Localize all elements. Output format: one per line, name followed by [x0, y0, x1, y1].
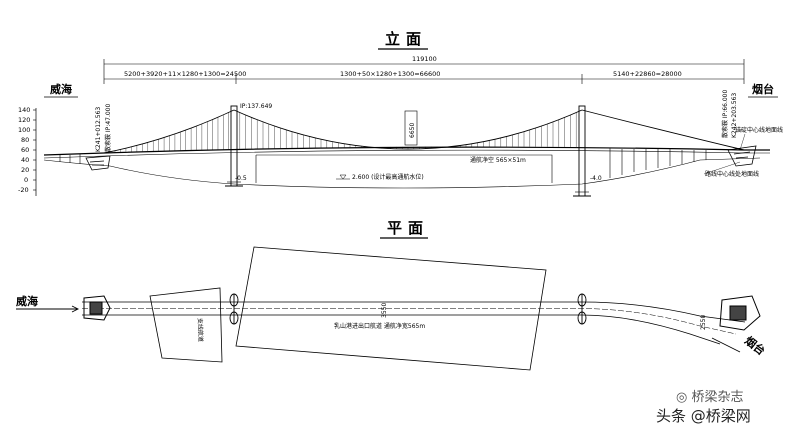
watermark-text: 头条 @桥梁网 — [656, 407, 751, 425]
plan-title: 平面 — [387, 219, 429, 237]
sag-box — [404, 110, 418, 146]
ground-line-label-1: 锚碇中心线地面线 — [735, 126, 783, 134]
hangers — [109, 112, 577, 153]
axis-tick: 120 — [18, 116, 30, 124]
axis-tick: 100 — [18, 126, 30, 134]
axis-tick: 60 — [21, 146, 29, 154]
tower-ip-label: IP:137.649 — [240, 103, 272, 110]
axis-tick: 140 — [18, 106, 30, 114]
elevation-axis: 140 120 100 80 60 40 20 0 -20 — [18, 106, 37, 196]
dimension-lines — [103, 59, 745, 84]
anchorages-elevation — [85, 145, 757, 171]
elevation-city-left: 威海 — [50, 82, 72, 96]
elevation-city-right: 烟台 — [752, 82, 774, 96]
span-right-label: 5140+22860=28000 — [613, 70, 682, 78]
anchor-right-saddle: 散索鞍 IP:66.000 — [721, 90, 729, 138]
towers — [225, 105, 591, 197]
axis-tick: 80 — [21, 136, 29, 144]
bridge-deck — [43, 146, 770, 159]
watermark-logo: ◎ 桥梁杂志 — [676, 386, 744, 405]
total-length-label: 119100 — [412, 55, 437, 63]
watermark-logo-text: 桥梁杂志 — [691, 390, 744, 405]
plan-deck — [82, 301, 746, 345]
navigation-clearance-box — [255, 154, 553, 183]
plan-towers — [229, 293, 587, 325]
elevation-title: 立面 — [385, 30, 427, 48]
plan-anchorages — [83, 295, 761, 331]
axis-tick: 40 — [21, 156, 29, 164]
water-level-label: 2.600 (设计最高通航水位) — [352, 173, 424, 181]
ground-line-label-2: 路线中心线处地面线 — [705, 170, 759, 178]
axis-tick: 20 — [21, 166, 29, 174]
plan-width-mark: 3550 — [381, 303, 388, 318]
navigation-channel-area — [235, 246, 547, 371]
side-channel-area — [149, 287, 223, 363]
logo-icon: ◎ — [676, 390, 692, 405]
ground-line — [43, 157, 761, 189]
main-cable — [103, 109, 745, 154]
span-main-label: 1300+50×1280+1300=66600 — [340, 70, 440, 78]
anchor-left-station: K241+012.563 — [95, 107, 102, 152]
plan-city-right: 烟台 — [742, 333, 768, 358]
anchor-right-station: K242+203.563 — [731, 93, 738, 138]
plan-right-mark: 2550 — [700, 315, 707, 330]
span-left-label: 5200+3920+11×1280+1300=24500 — [124, 70, 246, 78]
sag-label: 6650 — [409, 123, 416, 138]
navigation-clearance-label: 通航净空 565×51m — [470, 156, 526, 164]
plan-city-left: 威海 — [16, 294, 38, 308]
axis-tick: 0 — [24, 176, 28, 184]
channel-label: 乳山港进出口航道 通航净宽565m — [334, 322, 425, 330]
approach-piers — [59, 148, 707, 178]
anchor-left-saddle: 散索鞍 IP:47.000 — [104, 104, 112, 152]
side-channel-label: 支线航道 — [196, 318, 205, 342]
elev-left-label: -0.5 — [235, 175, 247, 182]
elev-right-label: -4.0 — [590, 175, 602, 182]
axis-tick: -20 — [18, 186, 29, 194]
